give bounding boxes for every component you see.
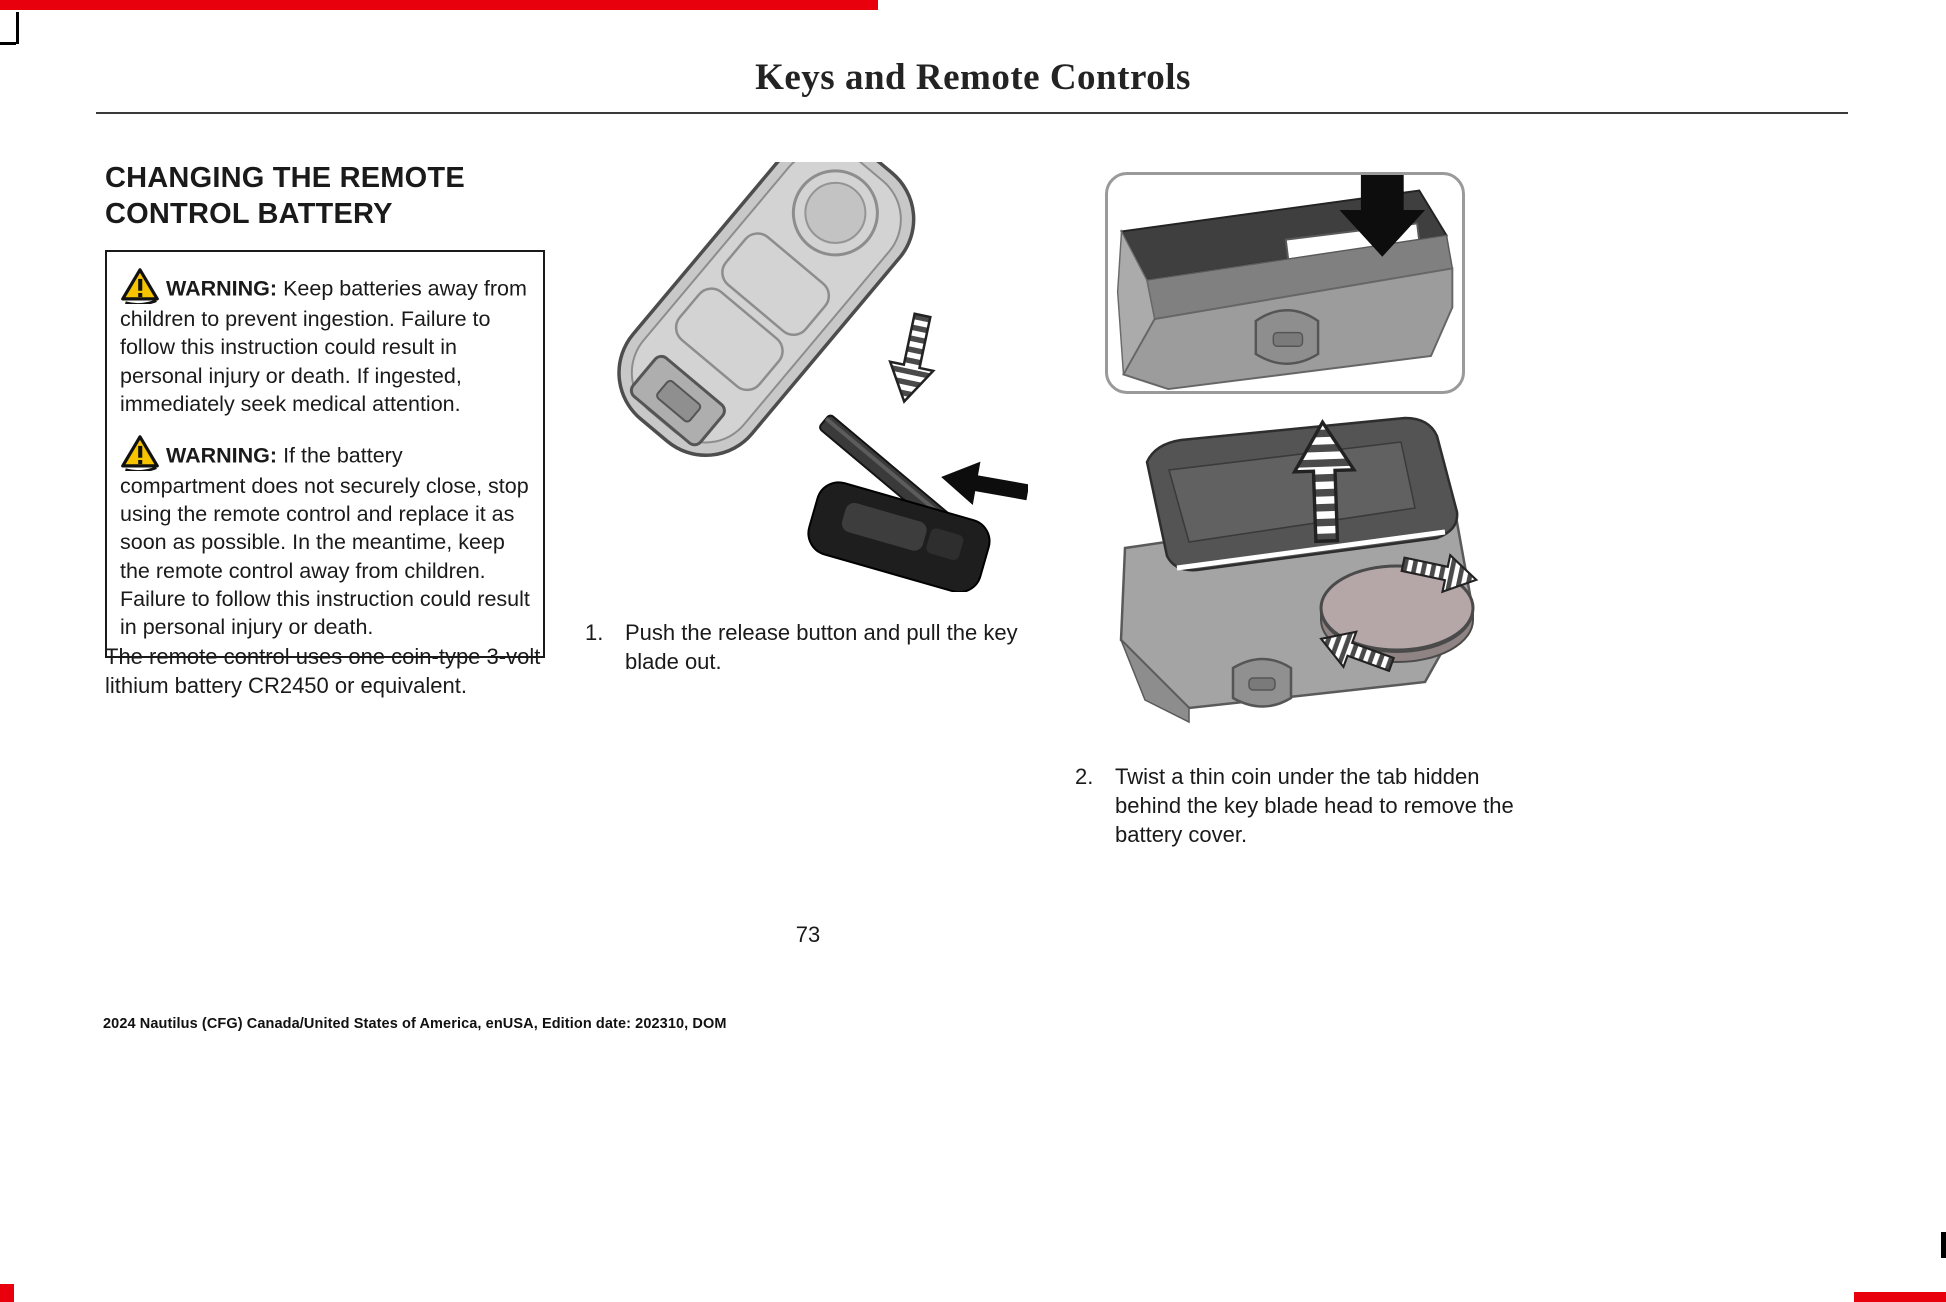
title-rule	[96, 112, 1848, 114]
step-text: Twist a thin coin under the tab hidden b…	[1115, 764, 1514, 848]
step-number: 1.	[585, 620, 604, 645]
illustration-battery-tab-slot	[1105, 172, 1465, 394]
warning-text: If the battery compartment does not secu…	[120, 442, 530, 640]
page-number: 73	[795, 922, 821, 947]
warning-item: WARNING: Keep batteries away from childr…	[120, 268, 530, 419]
battery-type-note: The remote control uses one coin-type 3-…	[105, 644, 541, 699]
section-heading: CHANGING THE REMOTE CONTROL BATTERY	[105, 162, 465, 231]
step-text: Push the release button and pull the key…	[625, 620, 1018, 675]
warning-box: WARNING: Keep batteries away from childr…	[105, 250, 545, 658]
print-mark-bottom-left-red	[0, 1284, 14, 1302]
page-title: Keys and Remote Controls	[755, 57, 1191, 98]
print-mark-bottom-right-red	[1854, 1292, 1946, 1302]
warning-triangle-icon	[120, 268, 160, 306]
print-mark-top-red	[0, 0, 878, 10]
illustration-key-fob-blade-removal	[588, 162, 1028, 592]
warning-label: WARNING:	[166, 442, 278, 467]
print-mark-corner	[0, 42, 16, 45]
warning-text: Keep batteries away from children to pre…	[120, 276, 527, 417]
step-item: 2. Twist a thin coin under the tab hidde…	[1075, 762, 1515, 849]
warning-label: WARNING:	[166, 276, 278, 301]
print-mark-bottom-right-black	[1941, 1232, 1946, 1258]
illustration-battery-cover-removal	[1085, 400, 1485, 735]
step-item: 1. Push the release button and pull the …	[585, 618, 1055, 676]
footer-edition-text: 2024 Nautilus (CFG) Canada/United States…	[103, 1016, 727, 1032]
warning-item: WARNING: If the battery compartment does…	[120, 434, 530, 642]
step-number: 2.	[1075, 764, 1094, 789]
warning-triangle-icon	[120, 434, 160, 473]
print-mark-corner	[16, 12, 19, 44]
